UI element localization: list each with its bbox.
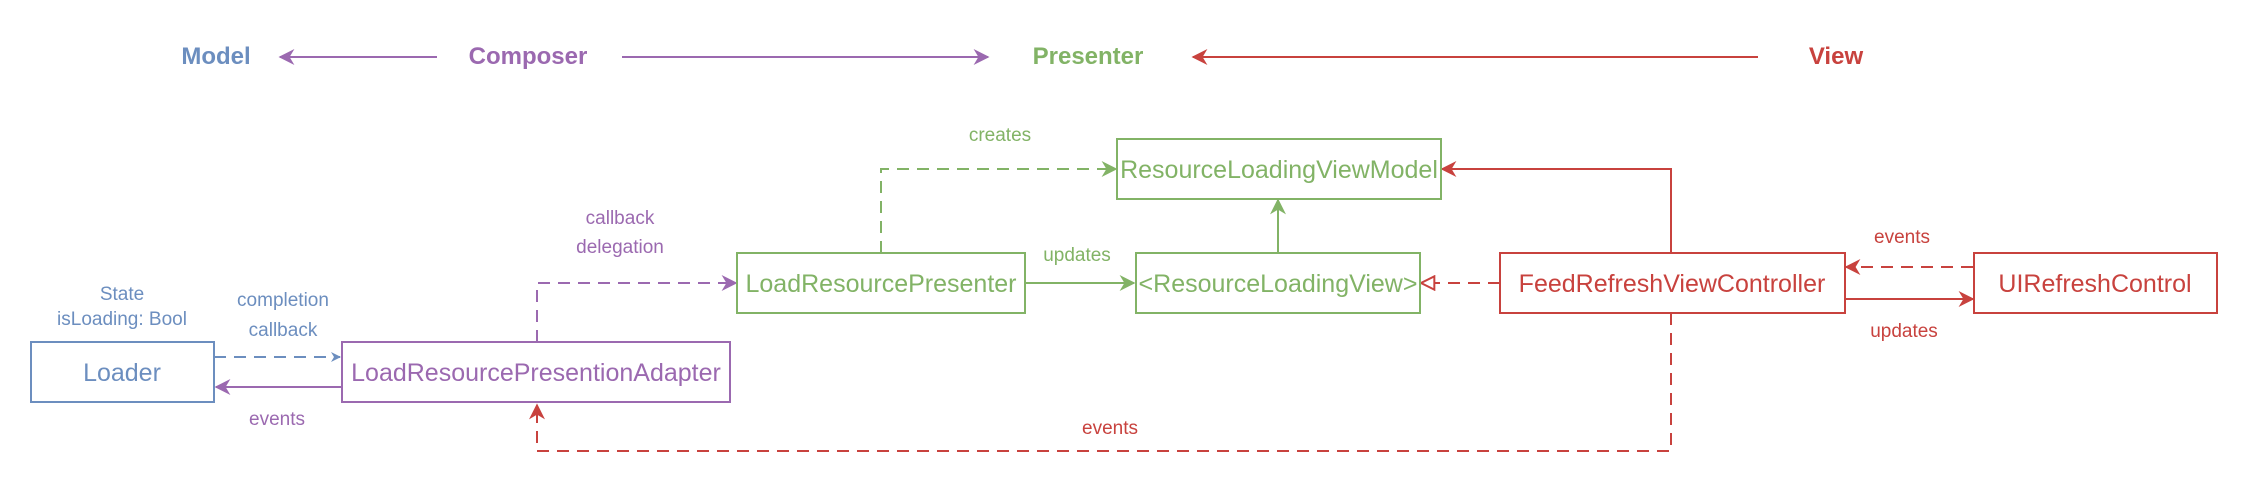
- presenter-header: Presenter: [1033, 43, 1144, 70]
- controller-events-arrow: [529, 313, 1672, 452]
- adapter-label: LoadResourcePresentionAdapter: [351, 359, 721, 387]
- refresh-control-label: UIRefreshControl: [1998, 270, 2191, 298]
- updates-control-label: updates: [1870, 321, 1938, 342]
- presenter-box: LoadResourcePresenter: [736, 252, 1026, 314]
- events-loader-label: events: [249, 409, 305, 430]
- view-protocol-box: <ResourceLoadingView>: [1135, 252, 1421, 314]
- view-model-box: ResourceLoadingViewModel: [1116, 138, 1442, 200]
- view-header: View: [1809, 43, 1864, 70]
- loader-label: Loader: [83, 359, 161, 387]
- controller-box: FeedRefreshViewController: [1499, 252, 1846, 314]
- creates-arrow: [880, 161, 1118, 253]
- events-control-label: events: [1874, 227, 1930, 248]
- updates-presenter-label: updates: [1043, 245, 1111, 266]
- refresh-control-box: UIRefreshControl: [1973, 252, 2218, 314]
- view-protocol-label: <ResourceLoadingView>: [1139, 270, 1418, 298]
- completion-callback-label: callback: [249, 320, 318, 341]
- controller-uses-viewmodel-arrow: [1440, 161, 1672, 253]
- delegation-label: delegation: [576, 237, 664, 258]
- view-model-label: ResourceLoadingViewModel: [1120, 156, 1438, 184]
- presenter-label: LoadResourcePresenter: [746, 270, 1017, 298]
- completion-label: completion: [237, 290, 329, 311]
- composer-header: Composer: [469, 43, 588, 70]
- state-title-label: State: [100, 284, 144, 305]
- callback-label: callback: [586, 208, 655, 229]
- model-header: Model: [181, 43, 250, 70]
- creates-label: creates: [969, 125, 1031, 146]
- callback-delegation-arrow: [536, 275, 738, 342]
- controller-label: FeedRefreshViewController: [1519, 270, 1826, 298]
- events-bottom-label: events: [1082, 418, 1138, 439]
- state-loading-label: isLoading: Bool: [57, 309, 187, 330]
- loader-box: Loader: [30, 341, 215, 403]
- adapter-box: LoadResourcePresentionAdapter: [341, 341, 731, 403]
